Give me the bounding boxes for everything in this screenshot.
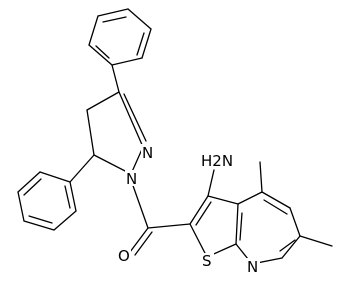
bond-carbonyl-to-thiophene bbox=[147, 223, 191, 229]
atom-pyridine-n: N bbox=[247, 258, 258, 276]
atom-o: O bbox=[118, 247, 130, 265]
atom-n2: N bbox=[142, 144, 153, 162]
atom-n1: N bbox=[126, 170, 137, 188]
label-bg-o bbox=[117, 247, 131, 263]
bond-c5-to-phenyl bbox=[69, 154, 95, 183]
phenyl-ring-bottom bbox=[17, 171, 77, 231]
label-bg-pyridine-n bbox=[246, 258, 260, 275]
carbonyl-bond-2 bbox=[134, 231, 153, 256]
bond-n-to-carbonyl bbox=[130, 179, 149, 229]
label-bg-n2 bbox=[141, 144, 154, 160]
methyl-c6 bbox=[299, 235, 333, 247]
label-bg-n1 bbox=[125, 170, 138, 186]
atom-s: S bbox=[202, 252, 212, 270]
carbonyl-bond-1 bbox=[129, 227, 149, 253]
methyl-c4 bbox=[259, 161, 263, 193]
pyridine-ring bbox=[235, 191, 301, 265]
bond-phenyl-to-c3 bbox=[111, 64, 120, 93]
phenyl-ring-top bbox=[88, 8, 152, 66]
thiophene-ring bbox=[189, 195, 239, 258]
label-bg-s bbox=[200, 253, 214, 270]
bond-c3-to-nh2 bbox=[207, 169, 215, 197]
pyrazoline-ring bbox=[86, 91, 147, 175]
atom-nh2: H2N bbox=[201, 152, 233, 170]
